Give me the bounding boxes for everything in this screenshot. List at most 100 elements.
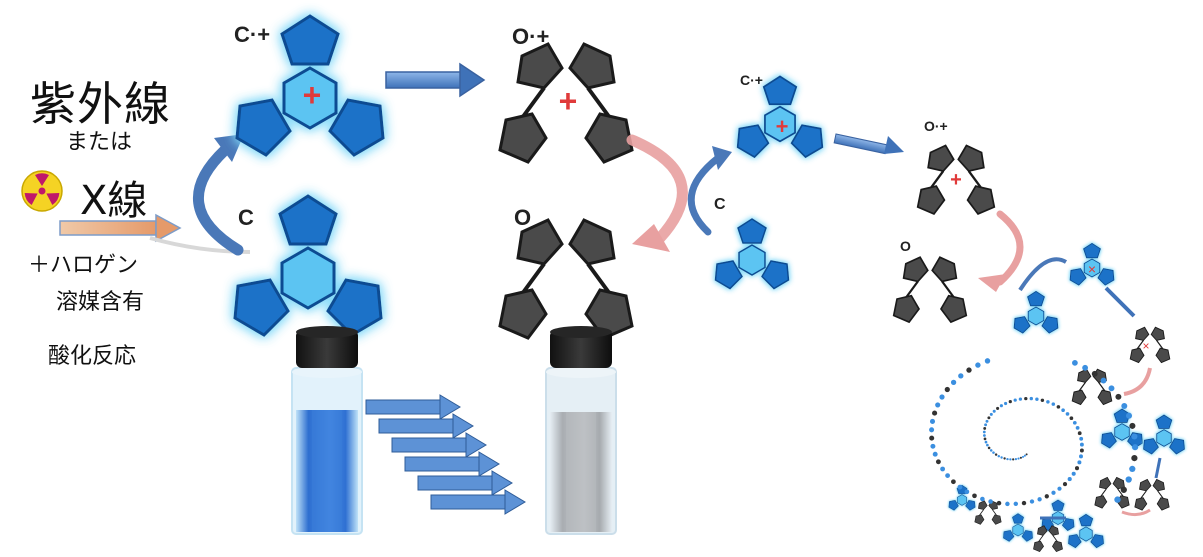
- oxidation-curved-arrow: [192, 134, 244, 256]
- conversion-arrow: [365, 394, 461, 420]
- spiral-dot: [1079, 442, 1084, 447]
- spiral-dot: [1037, 497, 1042, 502]
- spiral-dot: [932, 451, 938, 457]
- spiral-dot: [1071, 471, 1076, 476]
- spiral-dot: [1132, 444, 1139, 451]
- spiral-dot: [983, 426, 987, 430]
- conversion-arrow: [391, 432, 487, 458]
- halogen-label: ＋ハロゲン: [28, 253, 139, 278]
- spiral-dot: [987, 416, 991, 420]
- open-molecule-small: [892, 256, 968, 324]
- spiral-dot: [1067, 477, 1072, 482]
- spiral-dot: [929, 427, 935, 433]
- solvent-label: 溶媒含有: [56, 290, 145, 315]
- spiral-dot: [1072, 420, 1077, 425]
- open-cation-label-small: O·+: [924, 118, 948, 134]
- spiral-dot: [997, 454, 1001, 458]
- spiral-dot: [1021, 500, 1027, 506]
- spiral-dot: [939, 394, 945, 400]
- spiral-dot: [987, 446, 991, 450]
- spiral-dot: [996, 500, 1002, 506]
- spiral-dot: [999, 404, 1003, 408]
- spiral-dot: [1079, 448, 1084, 453]
- spiral-dot: [1131, 433, 1138, 440]
- spiral-dot: [984, 358, 991, 364]
- spiral-dot: [958, 373, 964, 379]
- spiral-dot: [1021, 455, 1025, 458]
- spiral-dot: [1100, 377, 1107, 384]
- spiral-dot: [929, 418, 936, 424]
- spiral-dot: [940, 466, 946, 472]
- spiral-dot: [1061, 408, 1065, 413]
- spiral-dot: [1079, 436, 1084, 441]
- spiral-dot: [929, 435, 935, 441]
- spiral-dot: [1013, 501, 1019, 507]
- spiral-dot: [1014, 458, 1018, 461]
- conversion-arrow: [430, 489, 526, 515]
- spiral-dot: [988, 499, 993, 504]
- uv-label: 紫外線: [30, 77, 171, 131]
- spiral-dot: [1077, 431, 1082, 436]
- spiral-dot: [1013, 398, 1017, 402]
- arrow-small-1: [833, 133, 904, 155]
- radiation-icon: [21, 170, 63, 212]
- spiral-dot: [992, 409, 996, 413]
- spiral-dot: [1004, 401, 1008, 406]
- spiral-dot: [994, 453, 998, 456]
- spiral-dot: [1069, 416, 1074, 421]
- spiral-dot: [1074, 466, 1080, 471]
- spiral-dot: [930, 443, 936, 449]
- spiral-dot: [1051, 490, 1056, 495]
- spiral-dot: [935, 459, 941, 465]
- spiral-dot: [984, 440, 988, 444]
- spiral-dot: [1056, 405, 1061, 409]
- charge-plus-icon: +: [950, 169, 962, 191]
- svg-text:×: ×: [1142, 339, 1149, 353]
- spiral-dot: [1125, 476, 1132, 483]
- open-molecule: [498, 218, 634, 340]
- spiral-dot: [989, 412, 993, 416]
- open-label: O: [514, 205, 532, 230]
- spiral-dot: [1046, 400, 1050, 404]
- charge-plus-icon: +: [776, 114, 789, 139]
- spiral-dot: [950, 379, 957, 386]
- spiral-dot: [1017, 457, 1020, 460]
- spiral-dot: [1062, 482, 1068, 487]
- oxidation-curved-arrow-small: [687, 146, 732, 236]
- spiral-dot: [1019, 456, 1022, 459]
- ring-opening-arrow: [385, 62, 486, 98]
- spiral-dot: [1125, 412, 1133, 419]
- spiral-dot: [1077, 460, 1082, 465]
- spiral-dot: [1065, 412, 1070, 416]
- spiral-dot: [1035, 397, 1039, 401]
- spiral-dot: [1000, 456, 1003, 459]
- spiral-dot: [964, 489, 970, 495]
- grey-vial: [545, 326, 617, 535]
- spiral-dot: [1003, 457, 1006, 460]
- spiral-dot: [1129, 465, 1136, 473]
- spiral-dot: [996, 406, 1000, 410]
- spiral-dot: [1129, 422, 1136, 429]
- spiral-dot: [935, 402, 941, 408]
- conversion-arrow: [417, 470, 513, 496]
- spiral-dot: [1131, 455, 1138, 462]
- spiral-dot: [1051, 402, 1056, 406]
- spiral-dot: [1115, 393, 1122, 400]
- closed-molecule: [233, 194, 383, 337]
- spiral-dot: [983, 437, 987, 441]
- spiral-dot: [992, 451, 995, 454]
- blue-vial: [291, 326, 363, 535]
- spiral-dot: [1072, 360, 1078, 366]
- open-label-small: O: [900, 238, 911, 254]
- spiral-dot: [980, 496, 985, 502]
- conversion-arrow: [378, 413, 474, 439]
- spiral-dot: [1075, 426, 1080, 430]
- closed-cation-label-small: C·+: [740, 72, 763, 88]
- spiral-dot: [1082, 364, 1088, 371]
- spiral-dot: [1008, 400, 1012, 404]
- reduction-arrow-small: [978, 210, 1024, 292]
- spiral-dot: [1006, 457, 1009, 461]
- spiral-dot: [1012, 458, 1015, 461]
- charge-plus-icon: +: [559, 83, 578, 119]
